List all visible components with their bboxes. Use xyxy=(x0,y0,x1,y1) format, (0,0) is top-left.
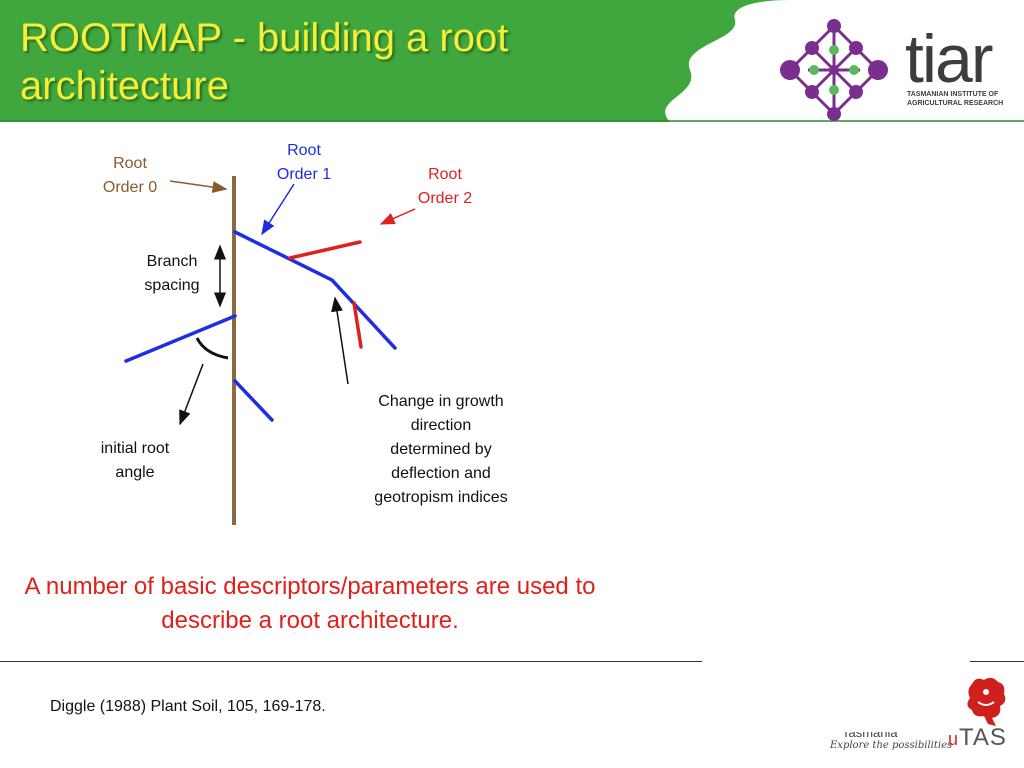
label-root-order-2-line2: Order 2 xyxy=(417,190,473,207)
label-growth-change-line4: deflection and xyxy=(391,465,491,482)
label-root-order-1-line2: Order 1 xyxy=(276,166,332,183)
label-root-order-0-line2: Order 0 xyxy=(102,179,158,196)
label-root-order-1: Root Order 1 xyxy=(262,139,346,187)
label-root-order-0-line1: Root xyxy=(113,155,147,172)
growth-change-pointer xyxy=(331,296,349,385)
initial-angle-pointer xyxy=(179,363,204,426)
page-title: ROOTMAP - building a root architecture xyxy=(20,16,509,108)
initial-angle-arc xyxy=(195,337,229,360)
reference-citation: Diggle (1988) Plant Soil, 105, 169-178. xyxy=(50,698,326,715)
label-initial-root-angle: initial root angle xyxy=(80,437,190,485)
utas-tagline: Explore the possibilities xyxy=(830,740,953,751)
label-branch-spacing: Branch spacing xyxy=(122,250,222,298)
utas-wordmark: uTAS xyxy=(948,724,1007,752)
order-2-pointer xyxy=(379,208,416,225)
order-0-pointer xyxy=(169,180,228,194)
label-root-order-2-line1: Root xyxy=(428,166,462,183)
utas-tasmania-text: Tasmania xyxy=(842,725,898,740)
footer-divider-left xyxy=(0,661,702,662)
utas-lion-crest-icon xyxy=(967,677,1006,726)
utas-wordmark-u: u xyxy=(948,729,960,749)
tiar-wordmark: tiar xyxy=(905,21,993,97)
tiar-subtitle: TASMANIAN INSTITUTE OF AGRICULTURAL RESE… xyxy=(907,90,1023,108)
descriptor-note: A number of basic descriptors/parameters… xyxy=(24,573,596,634)
tiar-subtitle-line1: TASMANIAN INSTITUTE OF xyxy=(907,91,999,98)
tiar-subtitle-line2: AGRICULTURAL RESEARCH xyxy=(907,100,1004,107)
tiar-dots-logo-icon xyxy=(780,19,888,121)
root-order-2-branches xyxy=(288,240,363,349)
label-growth-change: Change in growth direction determined by… xyxy=(346,390,536,510)
label-growth-change-line2: direction xyxy=(410,417,472,434)
label-growth-change-line5: geotropism indices xyxy=(374,489,508,506)
label-root-order-0: Root Order 0 xyxy=(88,152,172,200)
order-1-pointer xyxy=(261,183,295,236)
root-architecture-diagram xyxy=(124,176,416,525)
root-order-1-branches xyxy=(124,230,397,422)
utas-wordmark-tas: TAS xyxy=(959,724,1007,751)
label-initial-root-angle-line1: initial root xyxy=(100,440,170,457)
label-growth-change-line1: Change in growth xyxy=(378,393,504,410)
label-initial-root-angle-line2: angle xyxy=(115,464,155,481)
footer-divider-right xyxy=(970,661,1024,662)
label-branch-spacing-line2: spacing xyxy=(144,277,200,294)
label-root-order-1-line1: Root xyxy=(287,142,321,159)
label-growth-change-line3: determined by xyxy=(390,441,492,458)
label-root-order-2: Root Order 2 xyxy=(403,163,487,211)
label-branch-spacing-line1: Branch xyxy=(146,253,198,270)
